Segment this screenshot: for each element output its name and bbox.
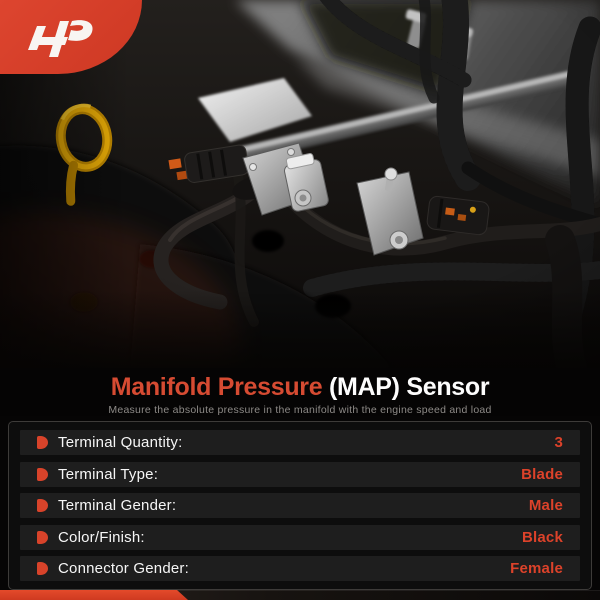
spec-label: Terminal Quantity: <box>58 434 183 451</box>
caption-block: Manifold Pressure (MAP) Sensor Measure t… <box>0 368 600 416</box>
footer-red-accent <box>0 590 188 600</box>
title-highlight: Manifold Pressure <box>110 373 323 401</box>
bottom-fade <box>0 290 600 368</box>
bullet-icon <box>37 467 48 481</box>
spec-label: Terminal Type: <box>58 465 159 483</box>
spec-label: Connector Gender: <box>58 560 189 577</box>
spec-value: Black <box>521 528 563 546</box>
title-rest: (MAP) Sensor <box>328 373 490 401</box>
bullet-icon <box>37 499 48 512</box>
spec-row-color-finish: Color/Finish: Black <box>20 524 580 550</box>
spec-table: Terminal Quantity: 3 Terminal Type: Blad… <box>8 421 592 590</box>
spec-value: Female <box>510 560 563 577</box>
spec-label: Color/Finish: <box>58 528 145 546</box>
footer-strip <box>0 590 600 600</box>
bullet-icon <box>37 562 48 575</box>
spec-value: Male <box>528 497 563 514</box>
spec-row-terminal-gender: Terminal Gender: Male <box>20 493 580 518</box>
spec-row-terminal-quantity: Terminal Quantity: 3 <box>20 430 580 455</box>
spec-row-connector-gender: Connector Gender: Female <box>20 556 580 581</box>
spec-label: Terminal Gender: <box>58 497 177 514</box>
ap-logo-icon <box>28 20 93 57</box>
page-title: Manifold Pressure (MAP) Sensor <box>0 373 600 402</box>
spec-row-terminal-type: Terminal Type: Blade <box>20 461 580 487</box>
page-subtitle: Measure the absolute pressure in the man… <box>108 403 492 416</box>
bullet-icon <box>37 436 48 449</box>
spec-value: Blade <box>521 465 563 483</box>
spec-value: 3 <box>554 434 563 451</box>
bullet-icon <box>37 530 48 544</box>
